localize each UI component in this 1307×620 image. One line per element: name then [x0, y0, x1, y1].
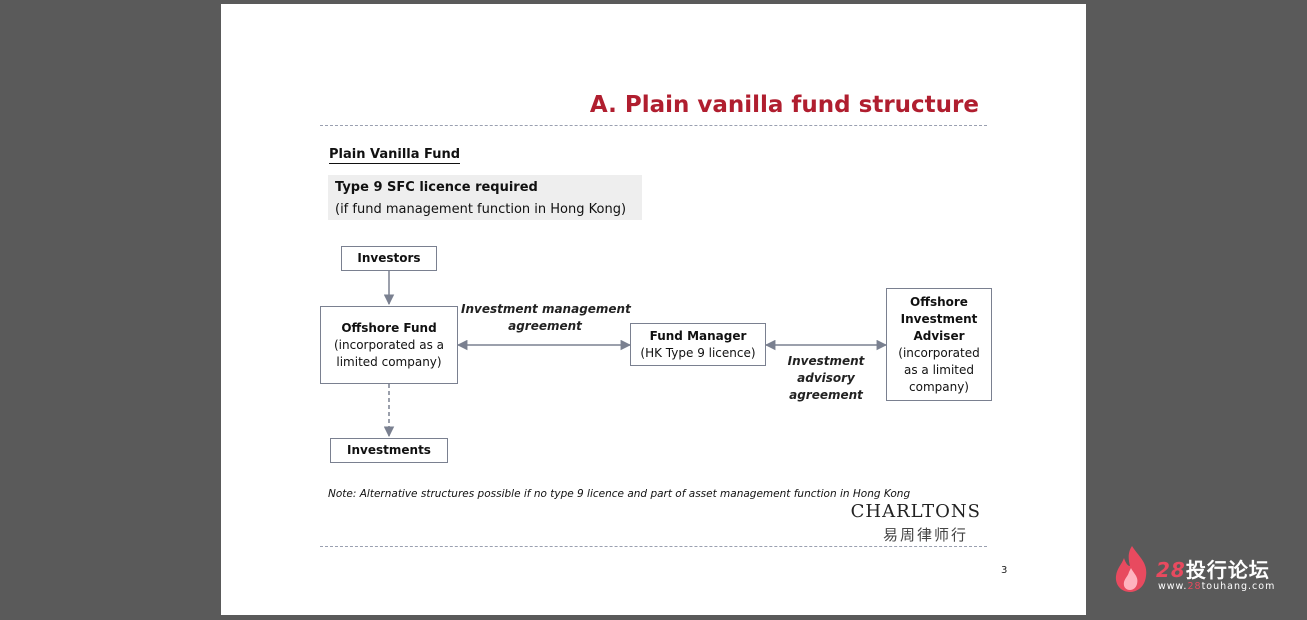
- flame-icon: [1115, 546, 1147, 592]
- investors-box: Investors: [341, 246, 437, 271]
- investment-advisory-agreement-label: Investment advisory agreement: [776, 353, 876, 404]
- bottom-divider: [320, 546, 987, 547]
- watermark-url-suffix: touhang.com: [1201, 581, 1276, 592]
- section-heading: Plain Vanilla Fund: [329, 147, 461, 164]
- fund-manager-box: Fund Manager (HK Type 9 licence): [630, 323, 766, 366]
- diagram-connectors: [383, 271, 888, 438]
- slide-page: A. Plain vanilla fund structure Plain Va…: [221, 4, 1086, 615]
- licence-requirement-box: Type 9 SFC licence required (if fund man…: [328, 175, 642, 220]
- top-divider: [320, 125, 987, 126]
- charltons-logo-text: CHARLTONS: [850, 501, 981, 522]
- page-number: 3: [1001, 565, 1008, 576]
- offshore-adviser-box: Offshore Investment Adviser (incorporate…: [886, 288, 992, 401]
- footnote: Note: Alternative structures possible if…: [328, 488, 911, 500]
- adviser-name-1: Offshore: [910, 294, 968, 309]
- investors-label: Investors: [357, 251, 421, 265]
- iaa-label-line3: agreement: [789, 388, 863, 402]
- site-watermark: 28投行论坛 www.28touhang.com: [1112, 544, 1302, 596]
- watermark-url: www.28touhang.com: [1158, 581, 1275, 592]
- licence-requirement-title: Type 9 SFC licence required: [335, 180, 538, 195]
- watermark-url-prefix: www.: [1158, 581, 1188, 592]
- adviser-name-3: Adviser: [913, 328, 965, 343]
- investments-box: Investments: [330, 438, 448, 463]
- investments-label: Investments: [347, 443, 431, 457]
- investment-management-agreement-label: Investment management agreement: [461, 301, 631, 335]
- adviser-line2: as a limited: [904, 362, 974, 377]
- adviser-line3: company): [909, 379, 969, 394]
- offshore-fund-line2: limited company): [336, 354, 442, 369]
- slide-title: A. Plain vanilla fund structure: [589, 92, 979, 118]
- adviser-line1: (incorporated: [898, 345, 980, 360]
- ima-label-line2: agreement: [508, 319, 582, 333]
- fund-manager-name: Fund Manager: [649, 328, 747, 343]
- licence-requirement-condition: (if fund management function in Hong Kon…: [335, 202, 627, 217]
- fund-manager-detail: (HK Type 9 licence): [640, 345, 756, 360]
- watermark-name: 投行论坛: [1185, 558, 1270, 582]
- ima-label-line1: Investment management: [461, 302, 631, 316]
- offshore-fund-line1: (incorporated as a: [333, 337, 445, 352]
- offshore-fund-name: Offshore Fund: [341, 320, 437, 335]
- watermark-title: 28投行论坛: [1156, 554, 1270, 583]
- watermark-url-highlight: 28: [1187, 581, 1202, 592]
- iaa-label-line2: advisory: [797, 371, 855, 385]
- watermark-number: 28: [1156, 558, 1186, 582]
- offshore-fund-box: Offshore Fund (incorporated as a limited…: [320, 306, 458, 384]
- charltons-logo-chinese: 易周律师行: [882, 526, 968, 544]
- iaa-label-line1: Investment: [787, 354, 865, 368]
- adviser-name-2: Investment: [900, 311, 978, 326]
